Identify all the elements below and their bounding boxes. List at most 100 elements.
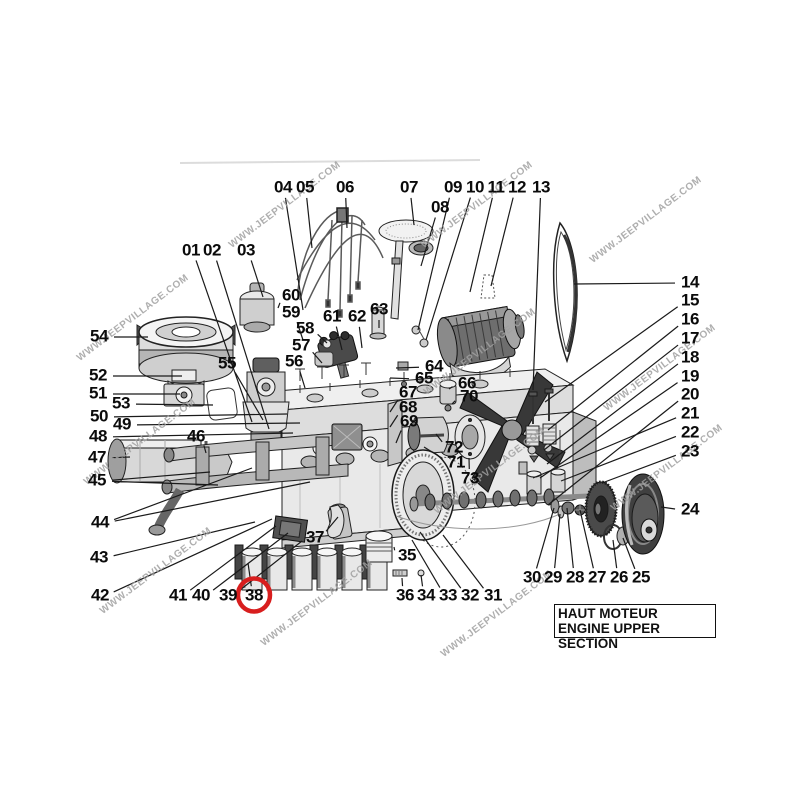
callout-68: 68 [399, 397, 417, 417]
callout-63: 63 [370, 299, 388, 319]
callout-66: 66 [458, 373, 476, 393]
callout-50: 50 [90, 406, 108, 426]
callout-60: 60 [282, 285, 300, 305]
callout-07: 07 [400, 177, 418, 197]
piston-with-rings [365, 530, 393, 563]
outlet-tube [369, 306, 387, 340]
callout-62: 62 [348, 306, 366, 326]
callout-12: 12 [508, 177, 526, 197]
callout-25: 25 [632, 567, 650, 587]
callout-29: 29 [544, 567, 562, 587]
callout-09: 09 [444, 177, 462, 197]
generator-terminals [411, 325, 429, 348]
callout-24: 24 [681, 499, 699, 519]
callout-28: 28 [566, 567, 584, 587]
rocker-hardware [397, 361, 409, 387]
crank-pulley [621, 473, 665, 555]
callout-67: 67 [399, 382, 417, 402]
thermostat [439, 379, 457, 412]
callout-58: 58 [296, 318, 314, 338]
callout-16: 16 [681, 309, 699, 329]
callout-57: 57 [292, 335, 310, 355]
distributor-drive-cone [480, 274, 496, 299]
callout-14: 14 [681, 272, 699, 292]
head-fittings [295, 339, 371, 381]
callout-22: 22 [681, 422, 699, 442]
callout-38: 38 [245, 585, 263, 605]
callout-55: 55 [218, 353, 236, 373]
callout-41: 41 [169, 585, 187, 605]
oil-cup [163, 383, 205, 407]
callout-49: 49 [113, 414, 131, 434]
callout-20: 20 [681, 384, 699, 404]
dipstick-assembly [378, 219, 434, 320]
callout-73: 73 [461, 468, 479, 488]
callout-18: 18 [681, 347, 699, 367]
highlight-circle-38 [235, 576, 273, 614]
fan-hub [454, 414, 486, 460]
callout-26: 26 [610, 567, 628, 587]
caption-box: HAUT MOTEUR ENGINE UPPER SECTION [554, 604, 716, 651]
callout-19: 19 [681, 366, 699, 386]
callout-71: 71 [447, 452, 465, 472]
callout-52: 52 [89, 365, 107, 385]
callout-39: 39 [219, 585, 237, 605]
callout-17: 17 [681, 328, 699, 348]
callout-32: 32 [461, 585, 479, 605]
camshaft [395, 488, 589, 530]
water-pump [407, 416, 449, 455]
callout-08: 08 [431, 197, 449, 217]
callout-11: 11 [487, 177, 505, 197]
callout-72: 72 [445, 437, 463, 457]
manifolds [148, 423, 363, 536]
callout-02: 02 [203, 240, 221, 260]
callout-70: 70 [460, 386, 478, 406]
callout-35: 35 [398, 545, 416, 565]
callout-30: 30 [523, 567, 541, 587]
callout-53: 53 [112, 393, 130, 413]
callout-43: 43 [90, 547, 108, 567]
callout-31: 31 [484, 585, 502, 605]
callout-56: 56 [285, 351, 303, 371]
callout-59: 59 [282, 302, 300, 322]
callout-23: 23 [681, 441, 699, 461]
callout-06: 06 [336, 177, 354, 197]
callout-54: 54 [90, 326, 108, 346]
callout-27: 27 [588, 567, 606, 587]
caption-line-english: ENGINE UPPER SECTION [558, 621, 661, 651]
leader-lines [111, 197, 679, 593]
callout-03: 03 [237, 240, 255, 260]
gasket-plate [206, 387, 238, 421]
callout-69: 69 [400, 411, 418, 431]
callout-65: 65 [415, 368, 433, 388]
callout-01: 01 [182, 240, 200, 260]
callout-45: 45 [88, 470, 106, 490]
callout-34: 34 [417, 585, 435, 605]
callout-48: 48 [89, 426, 107, 446]
callout-44: 44 [91, 512, 109, 532]
callout-36: 36 [396, 585, 414, 605]
callout-51: 51 [89, 383, 107, 403]
callout-64: 64 [425, 356, 443, 376]
carburetor [242, 357, 290, 441]
callout-42: 42 [91, 585, 109, 605]
valve-spring-cluster [518, 388, 566, 495]
callout-13: 13 [532, 177, 550, 197]
callout-33: 33 [439, 585, 457, 605]
callout-47: 47 [88, 447, 106, 467]
callout-21: 21 [681, 403, 699, 423]
air-cleaner [136, 316, 236, 401]
callout-37: 37 [306, 527, 324, 547]
callout-05: 05 [296, 177, 314, 197]
callout-10: 10 [466, 177, 484, 197]
callout-61: 61 [323, 306, 341, 326]
callout-46: 46 [187, 426, 205, 446]
caption-line-french: HAUT MOTEUR [558, 606, 658, 621]
faint-harness-line [179, 159, 481, 164]
shaft-washers [550, 498, 630, 550]
spark-plug-wires [296, 207, 384, 318]
outlet-elbow [327, 504, 345, 539]
